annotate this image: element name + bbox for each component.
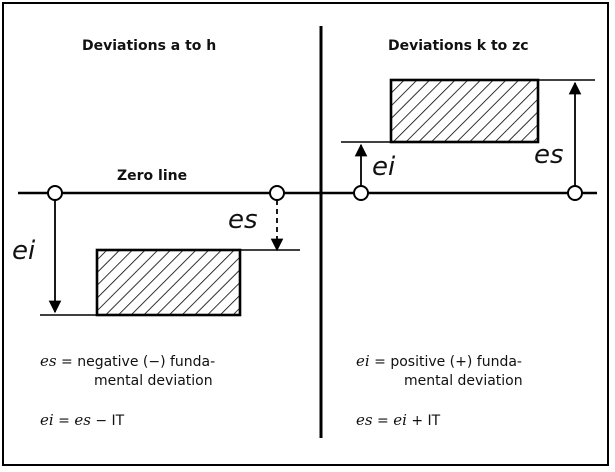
left-title: Deviations a to h bbox=[82, 38, 217, 54]
left-caption-1-text1: = negative (−) funda- bbox=[56, 354, 216, 370]
left-caption-1: es = negative (−) funda- mental deviatio… bbox=[40, 352, 215, 391]
right-caption-2-eq: = bbox=[372, 413, 394, 429]
right-caption-2: es = ei + IT bbox=[356, 411, 440, 431]
right-caption-1-text1: = positive (+) funda- bbox=[369, 354, 522, 370]
zero-node-left-1 bbox=[47, 185, 63, 201]
right-caption-2-var1: es bbox=[356, 411, 373, 429]
zero-node-left-2 bbox=[269, 185, 285, 201]
left-caption-2-rest: − IT bbox=[90, 413, 125, 429]
es-label-right: es bbox=[534, 140, 564, 170]
left-caption-2-var2: es bbox=[74, 411, 91, 429]
tolerance-zone-left bbox=[95, 248, 242, 317]
ei-label-left: ei bbox=[12, 236, 36, 266]
ei-label-right: ei bbox=[372, 152, 396, 182]
left-caption-1-var: es bbox=[40, 352, 57, 370]
zero-node-right-2 bbox=[567, 185, 583, 201]
es-label-left: es bbox=[228, 205, 258, 235]
left-caption-2-eq: = bbox=[53, 413, 75, 429]
right-title: Deviations k to zc bbox=[388, 38, 529, 54]
right-caption-2-rest: + IT bbox=[406, 413, 441, 429]
left-caption-2-var1: ei bbox=[40, 411, 54, 429]
zero-node-right-1 bbox=[353, 185, 369, 201]
zero-line-label: Zero line bbox=[117, 168, 188, 184]
left-caption-2: ei = es − IT bbox=[40, 411, 124, 431]
right-caption-1-text2: mental deviation bbox=[404, 373, 523, 389]
right-caption-2-var2: ei bbox=[393, 411, 407, 429]
right-caption-1-var: ei bbox=[356, 352, 370, 370]
left-caption-1-text2: mental deviation bbox=[94, 373, 213, 389]
tolerance-zone-right bbox=[389, 78, 540, 144]
right-caption-1: ei = positive (+) funda- mental deviatio… bbox=[356, 352, 523, 391]
